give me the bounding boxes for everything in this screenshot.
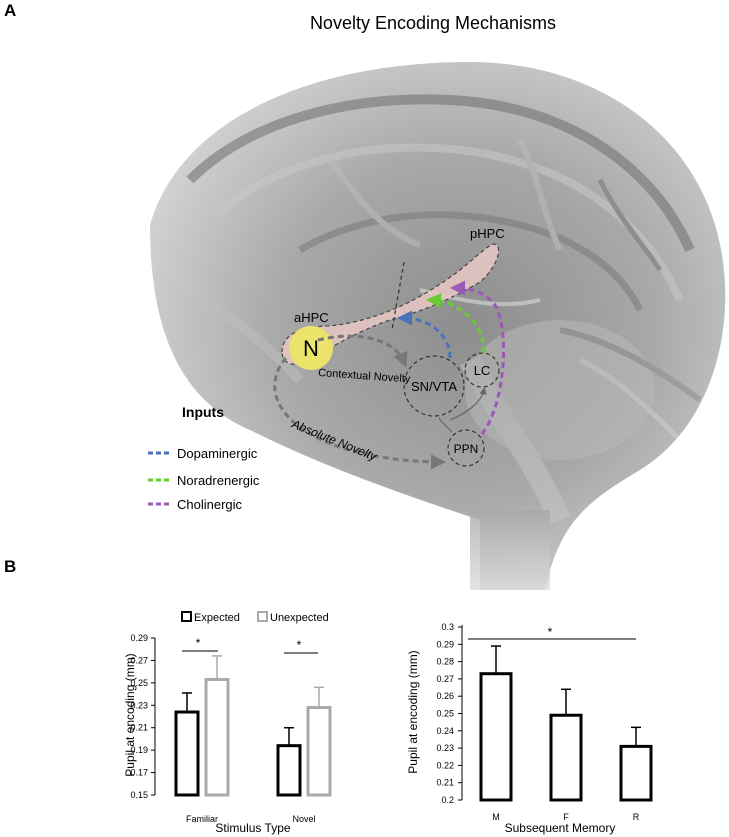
chart-stimulus-type: 0.15 0.17 0.19 0.21 0.23 0.25 0.27 0.29 Pupil a… — [123, 611, 332, 835]
chart2-ytick-label: 0.27 — [436, 674, 454, 684]
chart2-ytick-label: 0.23 — [436, 743, 454, 753]
chart1-sig-familiar: * — [196, 636, 201, 650]
panel-a-title: Novelty Encoding Mechanisms — [310, 13, 556, 33]
chart1-ytick-label: 0.27 — [130, 655, 148, 665]
legend-label-noradrenergic: Noradrenergic — [177, 473, 260, 488]
chart1-ytick-label: 0.29 — [130, 633, 148, 643]
chart1-legend-expected: Expected — [194, 612, 240, 624]
chart1-ytick-label: 0.23 — [130, 700, 148, 710]
panel-b-letter: B — [4, 557, 16, 576]
chart1-ytick-label: 0.17 — [130, 768, 148, 778]
chart1-ytick-label: 0.19 — [130, 745, 148, 755]
chart1-bar-expected — [276, 744, 302, 797]
ahpc-label: aHPC — [294, 310, 329, 325]
hippocampus-divider — [391, 261, 405, 331]
chart1-legend-swatch-expected — [181, 611, 192, 622]
legend-title: Inputs — [182, 404, 224, 420]
lc-circle — [464, 352, 500, 388]
contextual-novelty-arrow — [317, 334, 408, 368]
chart2-ytick-label: 0.29 — [436, 639, 454, 649]
dopaminergic-arrow — [397, 310, 452, 359]
chart2-ytick-label: 0.26 — [436, 691, 454, 701]
chart2-ytick-label: 0.22 — [436, 760, 454, 770]
brain-mri-image — [150, 62, 726, 590]
chart1-ytick-label: 0.21 — [130, 723, 148, 733]
chart2-ytick-label: 0.2 — [441, 795, 454, 805]
legend-label-cholinergic: Cholinergic — [177, 497, 243, 512]
chart1-bar-unexpected — [306, 706, 332, 797]
snvta-label: SN/VTA — [411, 379, 457, 394]
chart1-bar-expected — [174, 710, 200, 797]
chart1-sig-novel: * — [297, 638, 302, 652]
chart1-ylabel: Pupil at encoding (mm) — [123, 653, 137, 776]
chart1-ytick-label: 0.25 — [130, 678, 148, 688]
chart2-ytick-label: 0.3 — [441, 622, 454, 632]
chart2-bar-m — [479, 672, 513, 802]
chart2-xlabel: Subsequent Memory — [505, 821, 616, 835]
chart1-ytick-label: 0.15 — [130, 790, 148, 800]
chart1-bar-unexpected — [204, 677, 230, 797]
ppn-projection-arrow — [438, 390, 484, 433]
cholinergic-arrow — [450, 280, 505, 435]
chart1-legend-unexpected: Unexpected — [270, 612, 329, 624]
chart2-bar-f — [549, 713, 583, 802]
chart2-ylabel: Pupil at encoding (mm) — [406, 650, 420, 773]
panel-a-letter: A — [4, 1, 16, 20]
snvta-circle — [403, 355, 465, 417]
chart1-legend-swatch-unexpected — [257, 611, 268, 622]
chart2-category-label: M — [492, 812, 500, 822]
chart2-ytick-label: 0.25 — [436, 709, 454, 719]
noradrenergic-arrow — [426, 293, 486, 354]
novelty-node-label: N — [303, 336, 319, 361]
chart2-category-label: R — [633, 812, 640, 822]
lc-label: LC — [474, 363, 491, 378]
chart-subsequent-memory: 0.2 0.21 0.22 0.23 0.24 0.25 0.26 0.27 0.28 0.29 0… — [406, 622, 653, 835]
chart2-ytick-label: 0.28 — [436, 657, 454, 667]
chart1-category-novel: Novel — [292, 814, 315, 824]
chart2-ytick-label: 0.21 — [436, 778, 454, 788]
chart2-ytick-label: 0.24 — [436, 726, 454, 736]
ppn-circle — [447, 429, 485, 467]
chart2-sig: * — [548, 625, 553, 639]
phpc-label: pHPC — [470, 226, 505, 241]
chart1-category-familiar: Familiar — [186, 814, 218, 824]
chart2-bar-r — [619, 744, 653, 802]
chart1-xlabel: Stimulus Type — [215, 821, 290, 835]
novelty-node-circle — [289, 326, 333, 370]
chart2-category-label: F — [563, 812, 569, 822]
ppn-label: PPN — [454, 442, 479, 456]
legend-label-dopaminergic: Dopaminergic — [177, 446, 258, 461]
